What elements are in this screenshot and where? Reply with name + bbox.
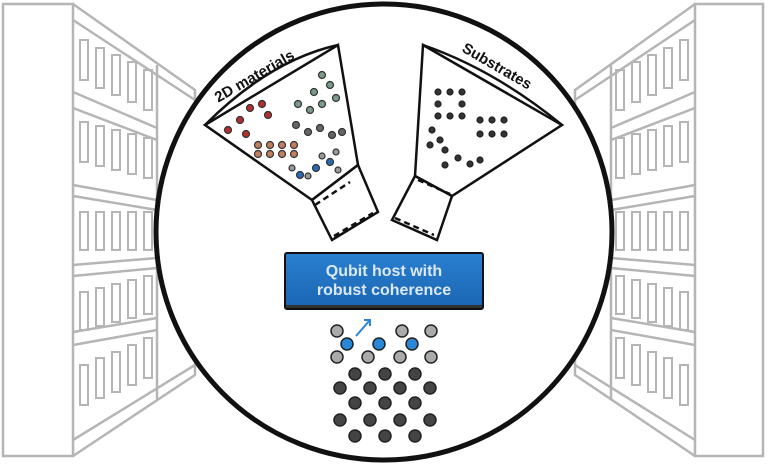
host-label-line1: Qubit host with <box>325 263 443 280</box>
central-circle <box>153 1 615 463</box>
left-funnel-icon <box>202 42 380 242</box>
2d-material-molecules <box>223 70 347 180</box>
qubit-host-box: Qubit host with robust coherence <box>284 252 484 310</box>
left-server-rack-icon <box>1 2 197 458</box>
qubit-host-lattice-icon <box>330 324 438 443</box>
substrate-molecules <box>426 88 508 169</box>
host-label-line2: robust coherence <box>316 282 452 299</box>
spin-arrow-icon <box>355 319 371 337</box>
